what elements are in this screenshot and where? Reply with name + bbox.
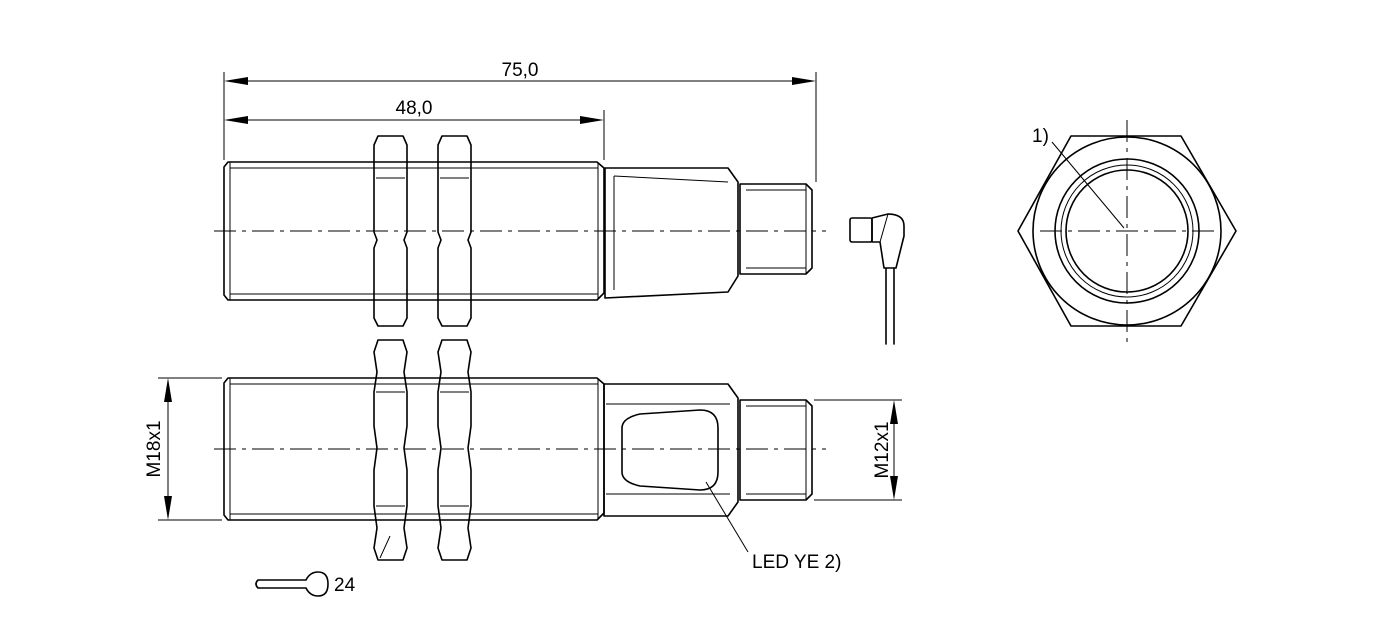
hex-nut-2-top bbox=[437, 135, 472, 327]
wrench-size-label: 24 bbox=[334, 575, 356, 596]
hex-nut-1-side bbox=[373, 339, 408, 561]
threaded-body-top bbox=[223, 161, 605, 301]
led-callout: LED YE 2) bbox=[705, 481, 841, 573]
sensor-top-view bbox=[214, 135, 826, 327]
thread-length-label: 48,0 bbox=[396, 98, 433, 119]
wrench-size: 24 bbox=[255, 535, 391, 597]
hex-nut-2-side bbox=[437, 339, 472, 561]
overall-length-label: 75,0 bbox=[502, 60, 539, 81]
dimension-overall-length: 75,0 bbox=[223, 60, 817, 182]
connector-thread-label: M12x1 bbox=[872, 421, 893, 478]
threaded-body-side bbox=[223, 377, 605, 521]
led-label: LED YE 2) bbox=[752, 552, 841, 573]
dimension-body-thread: M18x1 bbox=[144, 377, 222, 521]
hex-outline-end bbox=[1017, 135, 1237, 327]
led-window bbox=[621, 409, 719, 491]
body-thread-label: M18x1 bbox=[144, 420, 165, 477]
note-1-label: 1) bbox=[1032, 126, 1049, 147]
dimension-thread-length: 48,0 bbox=[224, 98, 605, 160]
housing-side bbox=[603, 383, 739, 517]
connector-side bbox=[739, 399, 813, 501]
leader-note-1 bbox=[1051, 141, 1125, 229]
hex-nut-1-top bbox=[373, 135, 408, 327]
sensor-end-view: 1) bbox=[1017, 120, 1237, 342]
led-leader-line bbox=[705, 481, 749, 553]
angled-plug-icon bbox=[849, 213, 905, 345]
housing-top bbox=[604, 167, 739, 299]
connector-top bbox=[739, 183, 813, 275]
wrench-icon bbox=[255, 571, 329, 597]
sensor-side-view bbox=[214, 339, 826, 561]
dimension-connector-thread: M12x1 bbox=[814, 399, 902, 501]
